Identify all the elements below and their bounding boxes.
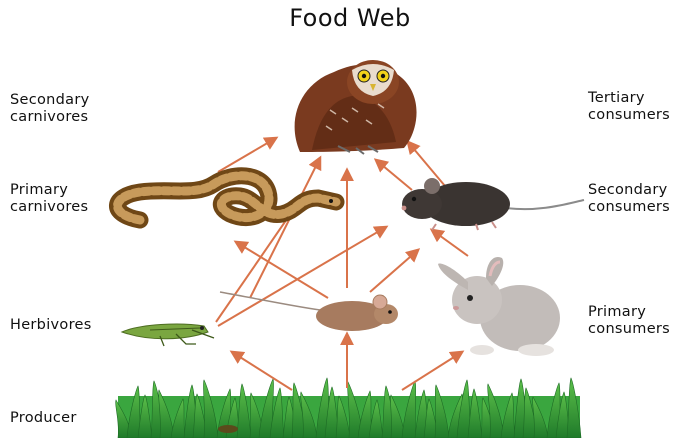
- grass-icon: [116, 378, 581, 438]
- energy-flow-arrow: [370, 250, 418, 292]
- energy-flow-arrow: [402, 352, 462, 390]
- energy-flow-arrow: [432, 230, 468, 256]
- energy-flow-arrow: [376, 160, 412, 190]
- grasshopper-icon: [122, 324, 214, 346]
- owl-icon: [295, 60, 417, 154]
- energy-flow-arrow: [232, 352, 292, 390]
- small-insect-icon: [218, 425, 238, 433]
- energy-flow-arrow: [408, 142, 445, 186]
- mouse-icon: [220, 292, 398, 331]
- energy-flow-arrow: [218, 138, 276, 172]
- rat-icon: [402, 178, 584, 230]
- rabbit-icon: [438, 257, 560, 356]
- snake-icon: [117, 176, 336, 220]
